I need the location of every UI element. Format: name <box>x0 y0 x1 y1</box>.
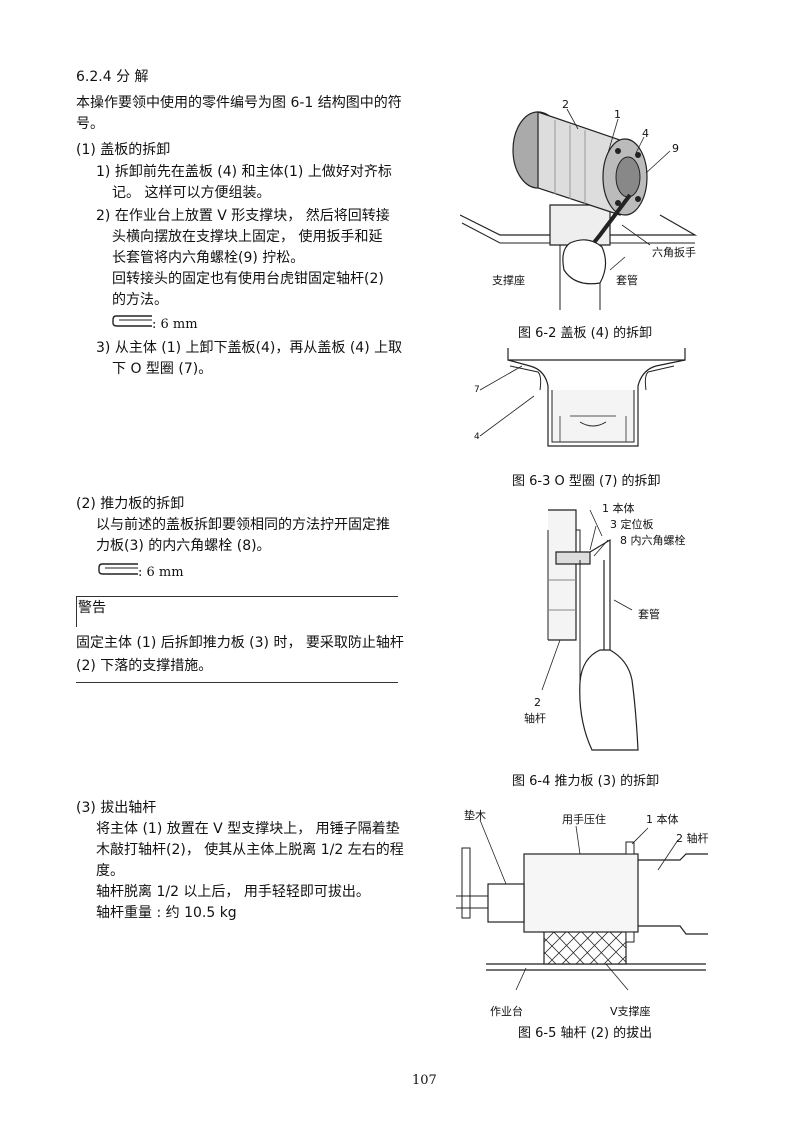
fig4-label-plate: 3 定位板 <box>610 518 654 531</box>
fig4-label-body: 1 本体 <box>602 502 635 515</box>
fig3-label-7: 7 <box>474 385 480 395</box>
fig4-label-bolt: 8 内六角螺栓 <box>620 534 686 547</box>
fig5-label-vsupport: V支撑座 <box>610 1005 651 1018</box>
thrust-line2: 力板(3) 的内六角螺栓 (8)。 <box>96 538 271 554</box>
figure-6-5-drawing <box>456 819 708 991</box>
fig3-caption: 图 6-3 O 型圈 (7) 的拆卸 <box>512 474 661 489</box>
hex-wrench-icon <box>98 563 138 575</box>
cover-step2-line5: 的方法。 <box>112 292 168 308</box>
fig2-label-4: 4 <box>642 127 649 140</box>
shaft-line4: 轴杆脱离 1/2 以上后， 用手轻轻即可拔出。 <box>96 884 370 900</box>
cover-step1-line2: 记。 这样可以方便组装。 <box>112 185 271 201</box>
fig2-label-wrench: 六角扳手 <box>652 246 696 259</box>
cover-title: (1) 盖板的拆卸 <box>76 142 171 158</box>
fig4-label-2: 2 <box>534 696 541 709</box>
cover-step2-line2: 头横向摆放在支撑块上固定， 使用扳手和延 <box>112 229 383 245</box>
cover-step2-line3: 长套管将内六角螺栓(9) 拧松。 <box>112 250 305 266</box>
fig2-caption: 图 6-2 盖板 (4) 的拆卸 <box>518 326 653 341</box>
fig4-caption: 图 6-4 推力板 (3) 的拆卸 <box>512 774 660 789</box>
fig5-label-body: 1 本体 <box>646 813 679 826</box>
shaft-line2: 木敲打轴杆(2)， 使其从主体上脱离 1/2 左右的程 <box>96 842 404 858</box>
fig3-label-4: 4 <box>474 432 480 442</box>
cover-step2-line4: 回转接头的固定也有使用台虎钳固定轴杆(2) <box>112 271 384 287</box>
shaft-line5: 轴杆重量 : 约 10.5 kg <box>96 905 237 921</box>
warning-bottom-rule <box>76 682 398 683</box>
thrust-title: (2) 推力板的拆卸 <box>76 496 185 512</box>
shaft-line1: 将主体 (1) 放置在 V 型支撑块上， 用锤子隔着垫 <box>96 821 400 837</box>
figure-6-2-drawing <box>460 108 698 310</box>
fig2-label-support: 支撑座 <box>492 274 525 287</box>
fig4-label-shaft: 轴杆 <box>524 712 546 725</box>
shaft-line3: 度。 <box>96 863 124 879</box>
fig2-label-2: 2 <box>562 98 569 111</box>
hex-wrench-icon <box>112 315 152 327</box>
cover-step3-line2: 下 O 型圈 (7)。 <box>112 361 213 377</box>
fig5-label-shaft: 2 轴杆 <box>676 832 709 845</box>
fig5-label-pad: 垫木 <box>464 809 486 822</box>
cover-step1-line1: 1) 拆卸前先在盖板 (4) 和主体(1) 上做好对齐标 <box>96 164 392 180</box>
fig4-label-sleeve: 套管 <box>638 608 660 621</box>
warning-title: 警告 <box>78 600 106 616</box>
cover-step3-line1: 3) 从主体 (1) 上卸下盖板(4)，再从盖板 (4) 上取 <box>96 340 403 356</box>
warning-top-rule <box>76 596 398 597</box>
fig5-label-bench: 作业台 <box>490 1005 523 1018</box>
section-heading: 6.2.4 分 解 <box>76 69 149 85</box>
thrust-line1: 以与前述的盖板拆卸要领相同的方法拧开固定推 <box>96 517 390 533</box>
cover-step2-line1: 2) 在作业台上放置 V 形支撑块， 然后将回转接 <box>96 208 390 224</box>
fig5-caption: 图 6-5 轴杆 (2) 的拔出 <box>518 1026 653 1041</box>
fig5-label-press: 用手压住 <box>562 813 606 826</box>
page-number: 107 <box>412 1073 437 1088</box>
warning-line2: (2) 下落的支撑措施。 <box>76 658 213 674</box>
fig2-label-sleeve: 套管 <box>616 274 638 287</box>
fig2-label-9: 9 <box>672 142 679 155</box>
thrust-wrench-size: : 6 mm <box>138 565 184 580</box>
cover-wrench-size: : 6 mm <box>152 317 198 332</box>
figure-6-3-drawing <box>479 348 686 447</box>
figure-6-4-drawing <box>541 509 639 751</box>
warning-line1: 固定主体 (1) 后拆卸推力板 (3) 时， 要采取防止轴杆 <box>76 635 404 651</box>
intro-line-1: 本操作要领中使用的零件编号为图 6-1 结构图中的符 <box>76 95 402 111</box>
warning-left-bar <box>76 597 77 627</box>
shaft-title: (3) 拔出轴杆 <box>76 800 157 816</box>
fig2-label-1: 1 <box>614 108 621 121</box>
intro-line-2: 号。 <box>76 116 104 132</box>
